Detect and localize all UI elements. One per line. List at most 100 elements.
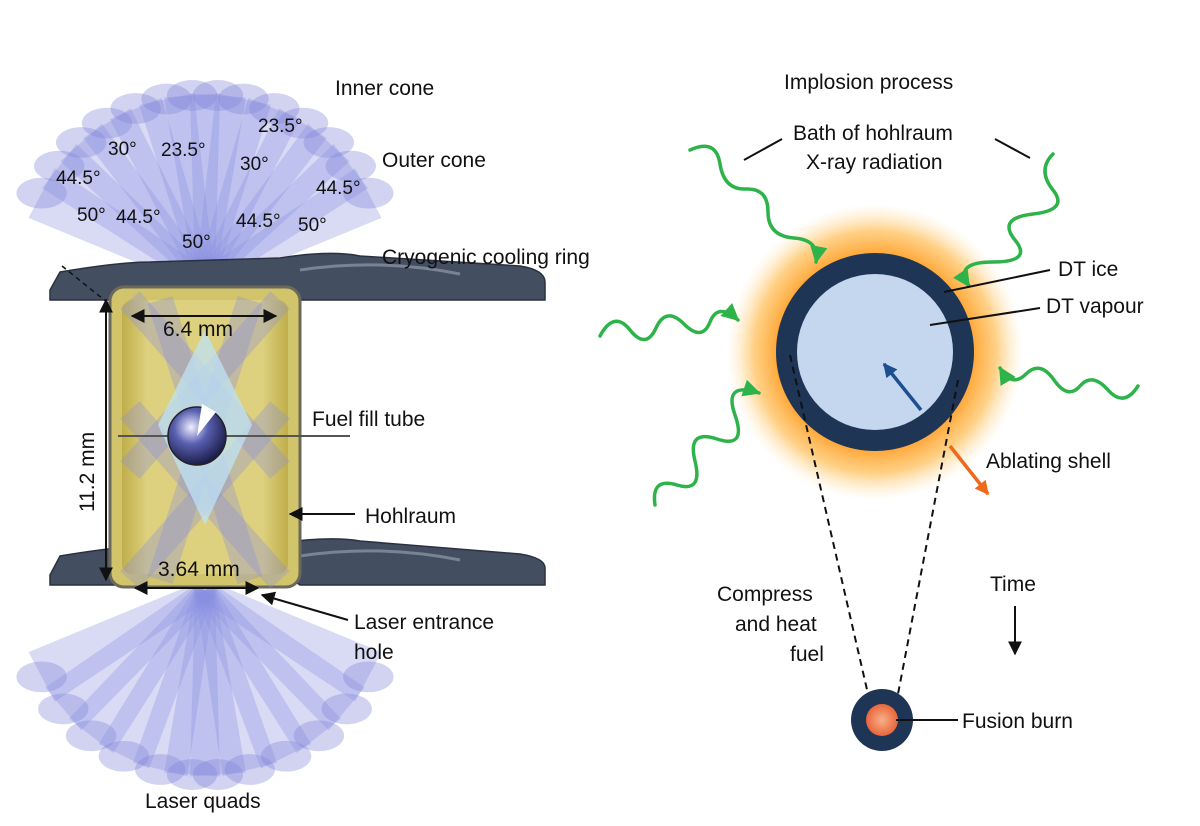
upper-beam: [109, 97, 215, 284]
lower-beam-spot: [135, 754, 186, 785]
angle-label: 30°: [108, 139, 137, 160]
dt-ice-label: DT ice: [1058, 258, 1118, 281]
lower-beam: [164, 589, 221, 777]
bath-pointer-left: [743, 138, 783, 161]
width-dimension-label: 6.4 mm: [163, 318, 233, 341]
upper-beam-spot: [192, 80, 244, 111]
compress-label: and heat: [735, 613, 817, 636]
lower-beam-spot: [343, 661, 394, 693]
dt-ice-pointer: [943, 269, 1051, 293]
cone-pointer: [61, 265, 109, 304]
angle-label: 44.5°: [236, 211, 281, 232]
upper-beam-spot: [303, 127, 354, 158]
upper-beam-spot: [81, 107, 133, 139]
angle-label: 23.5°: [258, 116, 303, 137]
upper-beam: [198, 144, 369, 288]
lower-beam-spot: [98, 740, 150, 772]
upper-beam-spot: [218, 83, 269, 115]
compression-cone-right: [897, 379, 959, 695]
dt-vapour-core: [797, 274, 953, 430]
xray-wave-left: [598, 302, 740, 342]
fusion-burn-label: Fusion burn: [962, 710, 1073, 733]
upper-beam-spot: [56, 127, 107, 158]
lower-beam-spot: [260, 740, 312, 772]
angle-label: 44.5°: [316, 178, 361, 199]
xray-wave-right: [998, 366, 1140, 400]
lower-beam: [133, 587, 215, 777]
lower-beam-spot: [38, 693, 89, 725]
upper-beam: [196, 108, 327, 286]
lower-beam: [28, 581, 210, 702]
leh-pointer: [260, 591, 349, 621]
upper-beam: [139, 93, 215, 283]
upper-beam: [197, 123, 350, 287]
lower-beam: [195, 587, 277, 777]
leh-dimension-label: 3.64 mm: [158, 558, 240, 581]
lower-beam: [200, 581, 382, 702]
implosion-panel: Implosion process Bath of hohlraum X-ray…: [598, 71, 1144, 751]
compression-cone-left: [789, 354, 869, 695]
lower-laser-beams: [16, 581, 394, 790]
outer-cone-label: Outer cone: [382, 149, 486, 172]
angle-label: 44.5°: [116, 207, 161, 228]
upper-beam-spot: [141, 83, 192, 115]
hohlraum-panel: Inner cone Outer cone 30° 23.5° 23.5° 30…: [16, 77, 590, 813]
laser-quads-label: Laser quads: [145, 790, 261, 813]
compress-label: Compress: [717, 583, 813, 606]
lower-beam-spot: [321, 693, 372, 725]
bath-label: X-ray radiation: [806, 151, 943, 174]
capsule-cutaway: [197, 404, 216, 436]
upper-beam: [164, 93, 221, 281]
angle-label: 50°: [298, 215, 327, 236]
angle-label: 50°: [77, 205, 106, 226]
upper-beam: [195, 97, 301, 284]
lower-beam: [197, 583, 341, 754]
upper-beam: [41, 144, 212, 288]
lower-beam: [189, 589, 246, 777]
xray-wave-top-right: [952, 152, 1060, 288]
lower-beam-spot: [65, 720, 117, 752]
angle-label: 23.5°: [161, 140, 206, 161]
upper-beam: [28, 168, 210, 289]
bath-label: Bath of hohlraum: [793, 122, 953, 145]
angle-label: 50°: [182, 232, 211, 253]
hohlraum-label: Hohlraum: [365, 505, 456, 528]
lower-beam-spot: [224, 754, 275, 785]
xray-wave-bottom-left: [652, 379, 761, 507]
compression-arrow: [882, 362, 923, 412]
leh-label: hole: [354, 641, 394, 664]
lower-beam-spot: [166, 759, 218, 790]
upper-beam-spot: [325, 150, 376, 182]
fuel-fill-tube-label: Fuel fill tube: [312, 408, 425, 431]
lower-beam-spot: [192, 759, 244, 790]
upper-beam: [189, 93, 246, 281]
upper-beam-spot: [277, 107, 329, 139]
upper-beam: [195, 93, 271, 283]
lower-beam: [69, 583, 213, 754]
dt-vapour-pointer: [929, 307, 1041, 326]
lower-beam-spot: [293, 720, 345, 752]
upper-beam-spot: [343, 177, 394, 209]
upper-beam-spot: [110, 93, 161, 124]
lower-beam: [196, 585, 312, 769]
lower-ring-detail: [299, 549, 461, 562]
ablation-arrow: [948, 444, 990, 496]
lower-beam: [198, 582, 365, 731]
height-dimension-label: 11.2 mm: [76, 432, 99, 512]
ablating-shell-label: Ablating shell: [986, 450, 1111, 473]
lower-beam: [98, 585, 214, 769]
upper-beam: [60, 123, 213, 287]
xray-wave-top-left: [688, 144, 828, 264]
implosion-title: Implosion process: [784, 71, 953, 94]
upper-laser-beams: [16, 80, 394, 289]
upper-beam-spot: [16, 177, 67, 209]
angle-label: 44.5°: [56, 168, 101, 189]
angle-label: 30°: [240, 154, 269, 175]
bath-pointer-right: [994, 138, 1031, 159]
upper-beam: [83, 108, 214, 286]
upper-beam-spot: [166, 80, 218, 111]
compress-label: fuel: [790, 643, 824, 666]
lower-beam-spot: [16, 661, 67, 693]
